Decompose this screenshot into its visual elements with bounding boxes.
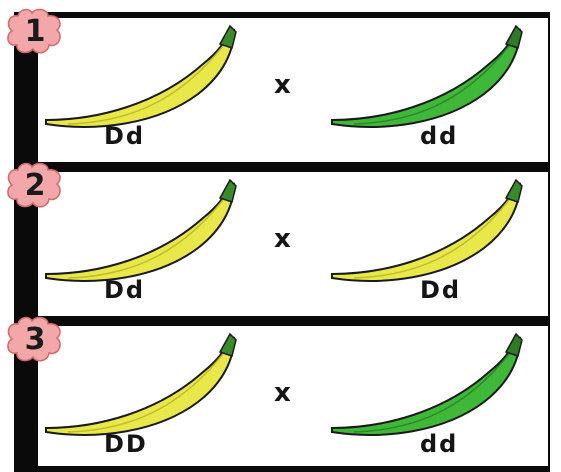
genotype-label: dd — [420, 122, 458, 150]
cross-symbol: x — [274, 224, 291, 254]
cross-number: 1 — [6, 8, 64, 54]
pea-pod-icon — [38, 24, 238, 134]
genotype-label: DD — [104, 430, 148, 458]
cross-symbol: x — [274, 70, 291, 100]
cross-panel-3: x DD dd — [38, 326, 548, 466]
cross-panel-1: x Dd dd — [38, 18, 548, 162]
genotype-label: Dd — [420, 276, 461, 304]
genotype-label: dd — [420, 430, 458, 458]
pea-pod-icon — [324, 332, 524, 442]
pea-pod-icon — [38, 178, 238, 288]
pea-pod-icon — [324, 178, 524, 288]
pea-pod-icon — [38, 332, 238, 442]
cross-number-badge-2: 2 — [6, 162, 64, 208]
cross-number-badge-1: 1 — [6, 8, 64, 54]
pea-pod-icon — [324, 24, 524, 134]
cross-number: 3 — [6, 316, 64, 362]
cross-panel-2: x Dd Dd — [38, 172, 548, 316]
cross-symbol: x — [274, 378, 291, 408]
cross-number: 2 — [6, 162, 64, 208]
cross-number-badge-3: 3 — [6, 316, 64, 362]
genotype-label: Dd — [104, 122, 145, 150]
genotype-label: Dd — [104, 276, 145, 304]
